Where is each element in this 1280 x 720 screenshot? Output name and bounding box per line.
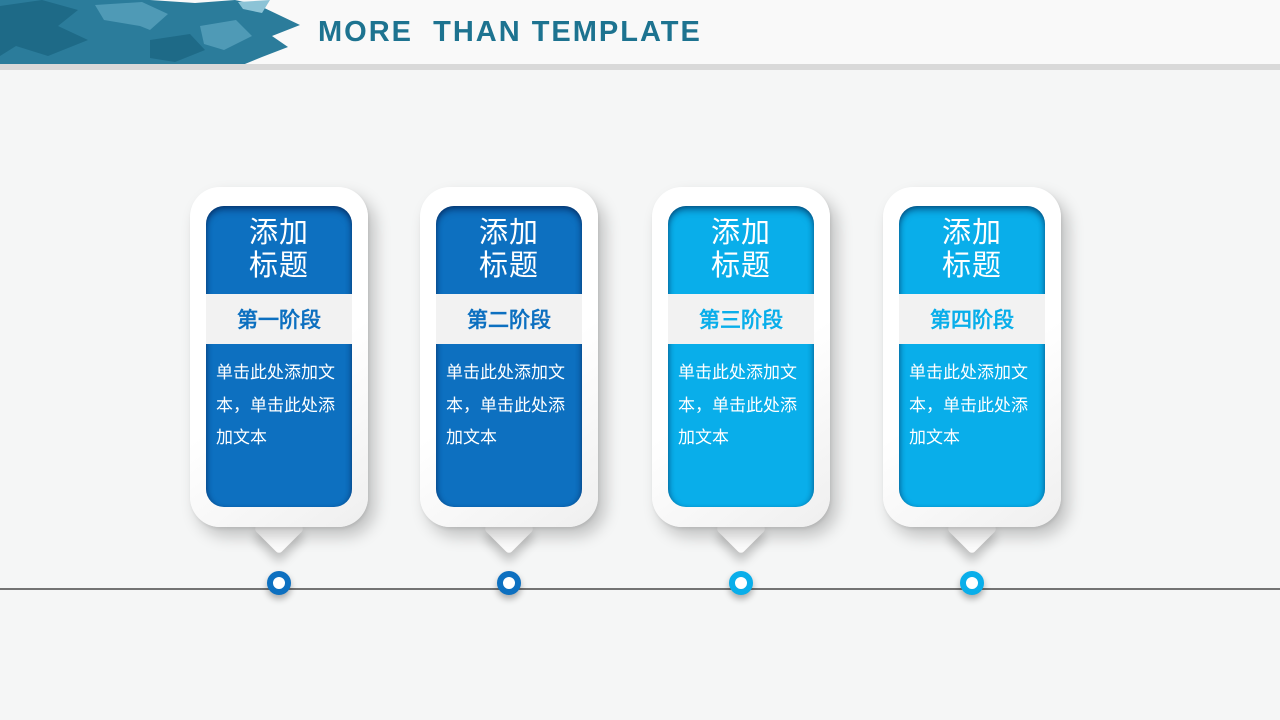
stage-card-2[interactable]: 添加 标题 第二阶段 单击此处添加文本，单击此处添加文本 xyxy=(420,187,598,617)
timeline-line xyxy=(0,588,1280,590)
timeline-node xyxy=(267,571,291,595)
timeline-node xyxy=(960,571,984,595)
card-body-placeholder[interactable]: 单击此处添加文本，单击此处添加文本 xyxy=(216,363,335,448)
stage-label-band: 第四阶段 xyxy=(899,294,1045,344)
timeline-node xyxy=(497,571,521,595)
card-panel: 添加 标题 第三阶段 单击此处添加文本，单击此处添加文本 xyxy=(668,206,814,507)
card-bubble: 添加 标题 第三阶段 单击此处添加文本，单击此处添加文本 xyxy=(652,187,830,527)
stage-label[interactable]: 第四阶段 xyxy=(930,309,1014,332)
timeline-node xyxy=(729,571,753,595)
page-title: MORE THAN TEMPLATE xyxy=(318,15,702,48)
world-map-decoration-icon xyxy=(0,0,300,66)
card-bubble: 添加 标题 第二阶段 单击此处添加文本，单击此处添加文本 xyxy=(420,187,598,527)
stage-card-1[interactable]: 添加 标题 第一阶段 单击此处添加文本，单击此处添加文本 xyxy=(190,187,368,617)
header: MORE THAN TEMPLATE xyxy=(0,0,1280,66)
stage-label-band: 第一阶段 xyxy=(206,294,352,344)
stage-label[interactable]: 第二阶段 xyxy=(467,309,551,332)
stage-label[interactable]: 第三阶段 xyxy=(699,309,783,332)
card-bubble: 添加 标题 第一阶段 单击此处添加文本，单击此处添加文本 xyxy=(190,187,368,527)
card-title-placeholder[interactable]: 添加 标题 xyxy=(941,216,1002,282)
card-body-placeholder[interactable]: 单击此处添加文本，单击此处添加文本 xyxy=(446,363,565,448)
card-panel: 添加 标题 第二阶段 单击此处添加文本，单击此处添加文本 xyxy=(436,206,582,507)
stage-card-3[interactable]: 添加 标题 第三阶段 单击此处添加文本，单击此处添加文本 xyxy=(652,187,830,617)
card-body-placeholder[interactable]: 单击此处添加文本，单击此处添加文本 xyxy=(909,363,1028,448)
stage-label-band: 第二阶段 xyxy=(436,294,582,344)
card-panel: 添加 标题 第四阶段 单击此处添加文本，单击此处添加文本 xyxy=(899,206,1045,507)
card-body-placeholder[interactable]: 单击此处添加文本，单击此处添加文本 xyxy=(678,363,797,448)
card-title-placeholder[interactable]: 添加 标题 xyxy=(710,216,771,282)
card-title-placeholder[interactable]: 添加 标题 xyxy=(478,216,539,282)
card-bubble: 添加 标题 第四阶段 单击此处添加文本，单击此处添加文本 xyxy=(883,187,1061,527)
stage-label-band: 第三阶段 xyxy=(668,294,814,344)
stage-label[interactable]: 第一阶段 xyxy=(237,309,321,332)
card-title-placeholder[interactable]: 添加 标题 xyxy=(248,216,309,282)
card-panel: 添加 标题 第一阶段 单击此处添加文本，单击此处添加文本 xyxy=(206,206,352,507)
header-divider xyxy=(0,64,1280,70)
stage-card-4[interactable]: 添加 标题 第四阶段 单击此处添加文本，单击此处添加文本 xyxy=(883,187,1061,617)
